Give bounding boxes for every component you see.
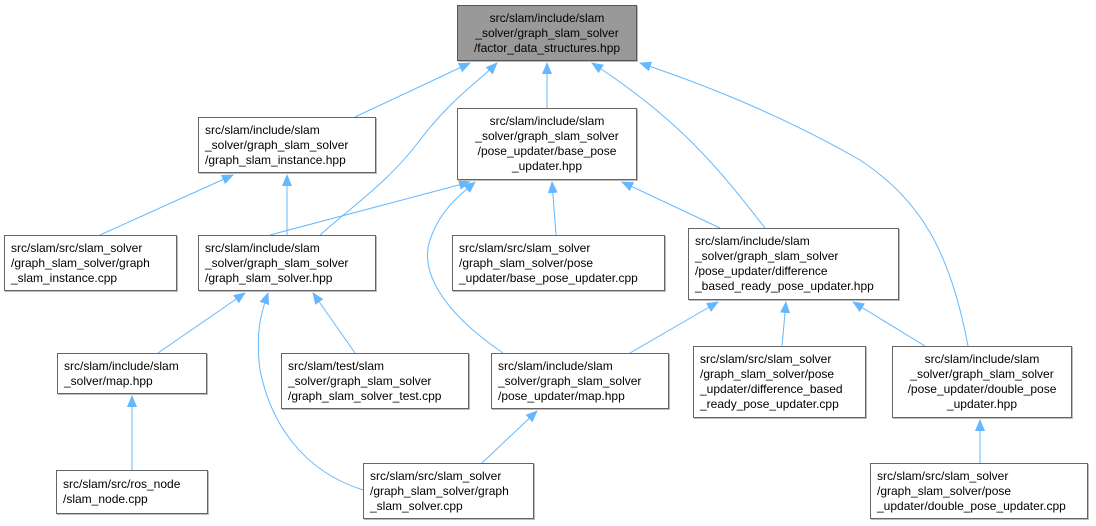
node-difference-based-hpp[interactable]: src/slam/include/slam_solver/graph_slam_… bbox=[688, 228, 899, 300]
node-base-pose-updater-cpp[interactable]: src/slam/src/slam_solver/graph_slam_solv… bbox=[452, 235, 665, 291]
edge-map_hpp-to-graph_slam_solver_hpp bbox=[157, 292, 246, 354]
node-label-line: /pose_updater/double_pose bbox=[907, 382, 1057, 396]
node-label-line: src/slam/src/slam_solver bbox=[370, 468, 502, 483]
node-label-line: src/slam/src/slam_solver bbox=[11, 240, 143, 255]
node-label-line: src/slam/include/slam bbox=[205, 122, 320, 137]
node-double-pose-updater-cpp[interactable]: src/slam/src/slam_solver/graph_slam_solv… bbox=[870, 463, 1088, 519]
node-label-line: _slam_instance.cpp bbox=[11, 270, 118, 285]
node-label-line: /graph_slam_solver/pose bbox=[700, 367, 835, 381]
node-slam-node-cpp[interactable]: src/slam/src/ros_node/slam_node.cpp bbox=[56, 470, 208, 514]
node-label-line: /pose_updater/base_pose bbox=[477, 144, 617, 158]
edge-double_pose_updater_hpp-to-root bbox=[639, 61, 969, 347]
edge-base_pose_updater_cpp-to-base_pose_updater_hpp bbox=[547, 181, 558, 236]
node-pose-updater-map-hpp[interactable]: src/slam/include/slam_solver/graph_slam_… bbox=[491, 353, 669, 409]
node-label-line: _updater/base_pose_updater.cpp bbox=[459, 270, 638, 285]
edge-graph_slam_solver_hpp-to-root bbox=[319, 62, 498, 236]
node-label-line: _solver/map.hpp bbox=[64, 373, 153, 388]
node-label-line: src/slam/include/slam bbox=[695, 234, 810, 248]
node-label-line: /graph_slam_solver.hpp bbox=[205, 270, 333, 285]
edge-difference_based_hpp-to-base_pose_updater_hpp bbox=[621, 181, 721, 229]
node-label-line: _solver/graph_slam_solver bbox=[288, 373, 432, 388]
node-label-line: /pose_updater/map.hpp bbox=[498, 388, 625, 403]
edge-graph_slam_solver_cpp-to-graph_slam_solver_hpp bbox=[257, 292, 364, 491]
node-label-line: _ready_pose_updater.cpp bbox=[700, 397, 839, 411]
node-label-line: /slam_node.cpp bbox=[63, 492, 148, 506]
node-label-line: /graph_slam_solver/graph bbox=[11, 255, 150, 270]
node-base-pose-updater-hpp[interactable]: src/slam/include/slam_solver/graph_slam_… bbox=[457, 108, 637, 180]
node-root: src/slam/include/slam_solver/graph_slam_… bbox=[457, 5, 637, 61]
edge-pose_updater_map_hpp-to-difference_based_hpp bbox=[629, 301, 719, 354]
node-label-line: src/slam/include/slam bbox=[64, 358, 179, 373]
node-label-line: src/slam/test/slam bbox=[288, 358, 385, 373]
node-map-hpp[interactable]: src/slam/include/slam_solver/map.hpp bbox=[57, 353, 207, 394]
node-graph-slam-solver-test-cpp[interactable]: src/slam/test/slam_solver/graph_slam_sol… bbox=[281, 353, 469, 409]
edge-graph_slam_solver_hpp-to-base_pose_updater_hpp bbox=[269, 179, 471, 236]
node-label-line: /graph_slam_instance.hpp bbox=[205, 152, 346, 167]
node-label-line: _updater/double_pose_updater.cpp bbox=[877, 498, 1066, 513]
node-label-line: src/slam/include/slam bbox=[205, 240, 320, 255]
node-label-line: _solver/graph_slam_solver bbox=[695, 249, 839, 263]
node-label-line: _solver/graph_slam_solver bbox=[205, 137, 349, 152]
node-label-line: _solver/graph_slam_solver bbox=[910, 367, 1054, 381]
node-double-pose-updater-hpp[interactable]: src/slam/include/slam_solver/graph_slam_… bbox=[892, 346, 1072, 418]
node-label-line: _solver/graph_slam_solver bbox=[475, 129, 619, 143]
node-label-line: /graph_slam_solver_test.cpp bbox=[288, 388, 442, 403]
node-graph-slam-solver-cpp[interactable]: src/slam/src/slam_solver/graph_slam_solv… bbox=[363, 463, 534, 519]
node-label-line: _solver/graph_slam_solver bbox=[205, 255, 349, 270]
node-label-line: _based_ready_pose_updater.hpp bbox=[695, 279, 874, 293]
node-label-line: /graph_slam_solver/graph bbox=[370, 483, 509, 498]
edge-difference_based_cpp-to-difference_based_hpp bbox=[780, 301, 790, 347]
node-difference-based-cpp[interactable]: src/slam/src/slam_solver/graph_slam_solv… bbox=[693, 346, 866, 418]
node-label-line: /factor_data_structures.hpp bbox=[473, 40, 621, 55]
node-label-line: _slam_solver.cpp bbox=[370, 498, 463, 513]
edge-pose_updater_map_hpp-to-base_pose_updater_hpp bbox=[427, 181, 504, 354]
node-label-line: src/slam/src/slam_solver bbox=[700, 352, 832, 366]
edge-graph_slam_instance_hpp-to-root bbox=[354, 62, 471, 118]
edge-graph_slam_solver_cpp-to-pose_updater_map_hpp bbox=[481, 410, 538, 464]
node-graph-slam-instance-hpp[interactable]: src/slam/include/slam_solver/graph_slam_… bbox=[198, 117, 376, 173]
node-label-line: _solver/graph_slam_solver bbox=[475, 25, 619, 40]
node-label-line: _solver/graph_slam_solver bbox=[498, 373, 642, 388]
node-label-line: _updater.hpp bbox=[946, 397, 1018, 411]
node-label-line: /graph_slam_solver/pose bbox=[877, 483, 1012, 498]
node-label-line: src/slam/include/slam bbox=[489, 10, 605, 25]
node-label-line: /pose_updater/difference bbox=[695, 264, 828, 278]
node-label-line: _updater.hpp bbox=[511, 159, 583, 173]
node-label-line: src/slam/src/slam_solver bbox=[459, 240, 591, 255]
edge-difference_based_hpp-to-root bbox=[591, 62, 766, 229]
edge-graph_slam_solver_test_cpp-to-graph_slam_solver_hpp bbox=[312, 292, 356, 354]
node-graph-slam-instance-cpp[interactable]: src/slam/src/slam_solver/graph_slam_solv… bbox=[4, 235, 177, 291]
node-label-line: src/slam/src/ros_node bbox=[63, 477, 181, 491]
edge-graph_slam_instance_cpp-to-graph_slam_instance_hpp bbox=[99, 174, 234, 236]
node-graph-slam-solver-hpp[interactable]: src/slam/include/slam_solver/graph_slam_… bbox=[198, 235, 376, 291]
node-label-line: src/slam/src/slam_solver bbox=[877, 468, 1009, 483]
node-label-line: src/slam/include/slam bbox=[489, 114, 605, 128]
node-label-line: /graph_slam_solver/pose bbox=[459, 255, 594, 270]
node-label-line: src/slam/include/slam bbox=[498, 358, 613, 373]
node-label-line: src/slam/include/slam bbox=[924, 352, 1040, 366]
node-label-line: _updater/difference_based bbox=[700, 382, 843, 396]
edge-double_pose_updater_hpp-to-difference_based_hpp bbox=[852, 301, 926, 347]
